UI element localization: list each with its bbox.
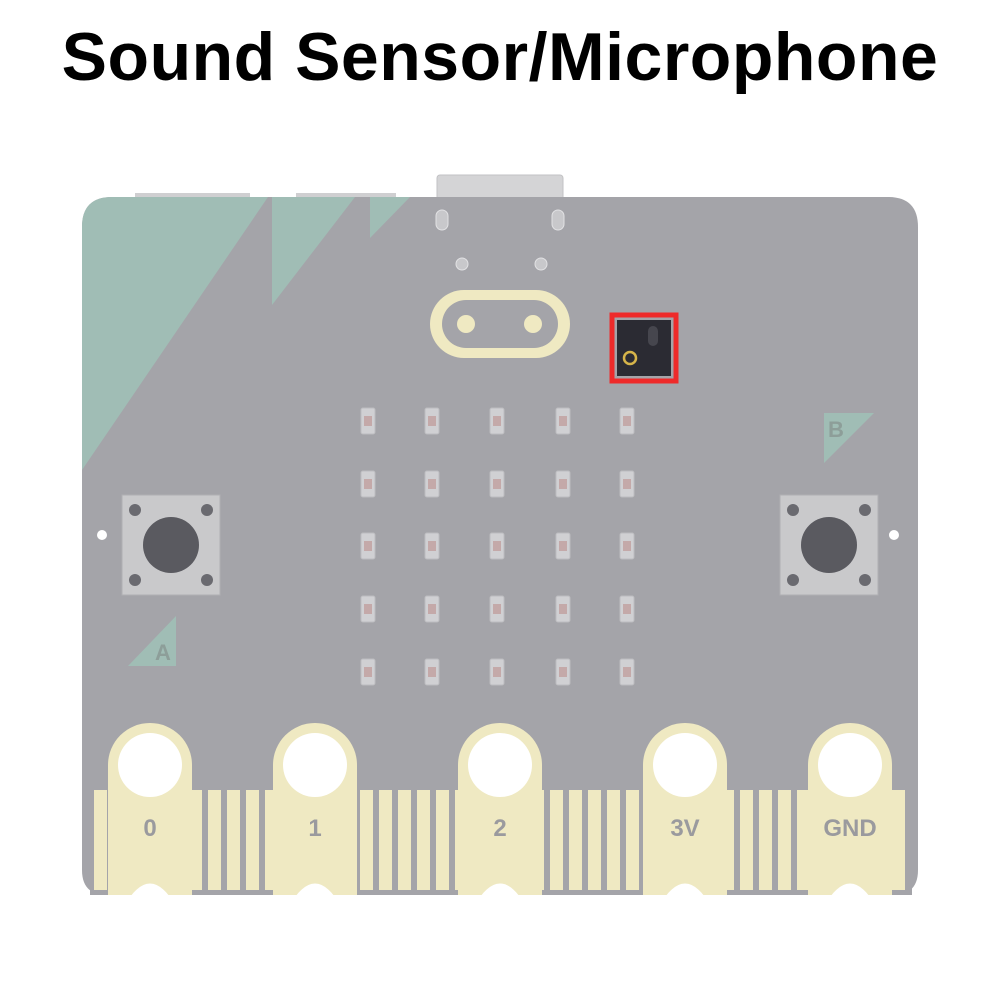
button-b-label: B: [828, 417, 844, 442]
edge-finger: [797, 790, 810, 890]
led: [555, 532, 571, 560]
led: [489, 595, 505, 623]
led: [489, 658, 505, 686]
logo-touch-pad: [430, 290, 570, 358]
led: [424, 658, 440, 686]
pin-2[interactable]: 2: [458, 723, 542, 897]
pin-0[interactable]: 0: [108, 723, 192, 897]
edge-finger: [436, 790, 449, 890]
edge-finger: [360, 790, 373, 890]
led: [360, 470, 376, 498]
teal-accent-mid2: [370, 197, 410, 238]
led: [424, 532, 440, 560]
button-a-label: A: [155, 640, 171, 665]
led: [619, 532, 635, 560]
pin-label: 2: [493, 815, 506, 842]
status-leds: [435, 209, 565, 271]
led: [489, 407, 505, 435]
button-b[interactable]: [779, 494, 879, 596]
pin-gnd[interactable]: GND: [808, 723, 892, 897]
led: [619, 658, 635, 686]
edge-finger: [227, 790, 240, 890]
edge-finger: [569, 790, 582, 890]
teal-accent-mid: [272, 197, 355, 305]
led: [424, 595, 440, 623]
edge-finger: [398, 790, 411, 890]
led: [424, 470, 440, 498]
led: [489, 532, 505, 560]
edge-finger: [740, 790, 753, 890]
edge-finger: [588, 790, 601, 890]
led: [555, 595, 571, 623]
edge-finger: [379, 790, 392, 890]
edge-finger: [759, 790, 772, 890]
led: [619, 407, 635, 435]
pin-label: 3V: [670, 815, 699, 842]
edge-finger: [892, 790, 905, 890]
pin-3v[interactable]: 3V: [643, 723, 727, 897]
edge-finger: [246, 790, 259, 890]
pin-label: 0: [143, 815, 156, 842]
edge-finger: [550, 790, 563, 890]
led: [555, 470, 571, 498]
edge-finger: [189, 790, 202, 890]
edge-finger: [778, 790, 791, 890]
edge-finger: [626, 790, 639, 890]
led: [555, 658, 571, 686]
led: [424, 407, 440, 435]
mount-hole-right: [889, 530, 899, 540]
edge-finger: [208, 790, 221, 890]
led: [360, 407, 376, 435]
led: [619, 595, 635, 623]
led: [489, 470, 505, 498]
pin-label: 1: [308, 815, 321, 842]
microphone-highlight: [609, 312, 679, 384]
edge-finger: [417, 790, 430, 890]
button-a-marker: [128, 616, 176, 666]
button-b-marker: [824, 413, 874, 463]
pin-1[interactable]: 1: [273, 723, 357, 897]
page-title: Sound Sensor/Microphone: [61, 19, 939, 95]
edge-finger: [607, 790, 620, 890]
pin-pads: 0 1 2 3V GND: [108, 723, 892, 897]
led-matrix: [360, 407, 635, 686]
microphone-sensor: [617, 320, 671, 376]
led: [555, 407, 571, 435]
button-a[interactable]: [121, 494, 221, 596]
teal-accent-left: [82, 197, 268, 470]
led: [360, 658, 376, 686]
led: [360, 595, 376, 623]
pin-label: GND: [823, 815, 876, 842]
led: [360, 532, 376, 560]
edge-finger: [94, 790, 107, 890]
led: [619, 470, 635, 498]
mount-hole-left: [97, 530, 107, 540]
